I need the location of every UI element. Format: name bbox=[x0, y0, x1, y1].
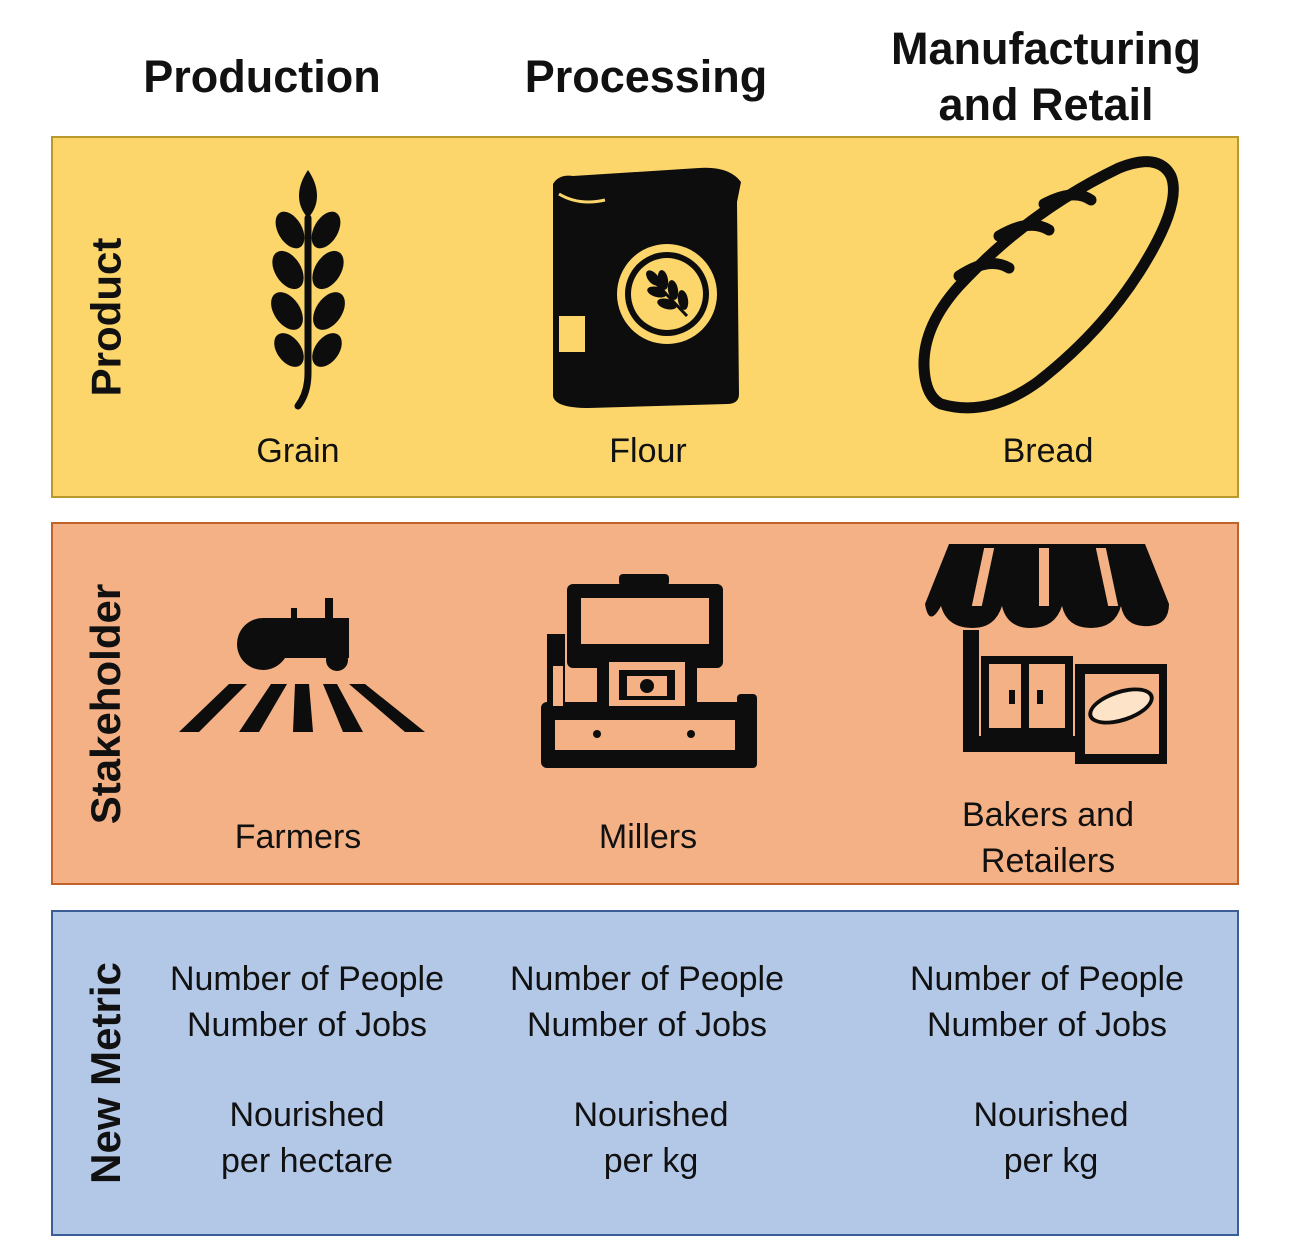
cell-label-grain: Grain bbox=[256, 432, 340, 470]
column-header-production: Production bbox=[143, 51, 381, 102]
cell-label-bakers-retailers: Bakers and Retailers bbox=[962, 796, 1134, 880]
column-header-manufacturing-retail: Manufacturing and Retail bbox=[891, 23, 1201, 130]
cell-label-flour: Flour bbox=[609, 432, 687, 470]
wheat-icon bbox=[253, 168, 363, 410]
row-label-new-metric-text: New Metric bbox=[82, 962, 130, 1184]
cell-label-bread: Bread bbox=[1002, 432, 1094, 470]
mill-machine-icon bbox=[539, 574, 757, 774]
cell-label-millers: Millers bbox=[598, 818, 698, 856]
product-row: Product Grain bbox=[51, 136, 1239, 498]
bread-icon bbox=[918, 156, 1181, 414]
flour-bag-icon bbox=[549, 166, 745, 408]
stakeholder-row: Stakeholder Farmers bbox=[51, 522, 1239, 885]
metric-nourished-manufacturing: Nourished per kg bbox=[973, 1096, 1129, 1180]
metric-people-jobs-manufacturing: Number of People Number of Jobs bbox=[909, 960, 1185, 1044]
metric-people-jobs-processing: Number of People Number of Jobs bbox=[509, 960, 785, 1044]
cell-label-farmers: Farmers bbox=[234, 818, 362, 856]
metric-people-jobs-production: Number of People Number of Jobs bbox=[169, 960, 445, 1044]
tractor-field-icon bbox=[179, 598, 425, 734]
row-label-product-text: Product bbox=[82, 237, 130, 397]
row-label-stakeholder-text: Stakeholder bbox=[82, 583, 130, 824]
metric-nourished-production: Nourished per hectare bbox=[221, 1096, 393, 1180]
metric-nourished-processing: Nourished per kg bbox=[573, 1096, 729, 1180]
metric-row: New Metric Number of People Number of Jo… bbox=[51, 910, 1239, 1236]
bakery-shop-icon bbox=[925, 544, 1169, 766]
column-header-processing: Processing bbox=[524, 51, 768, 102]
